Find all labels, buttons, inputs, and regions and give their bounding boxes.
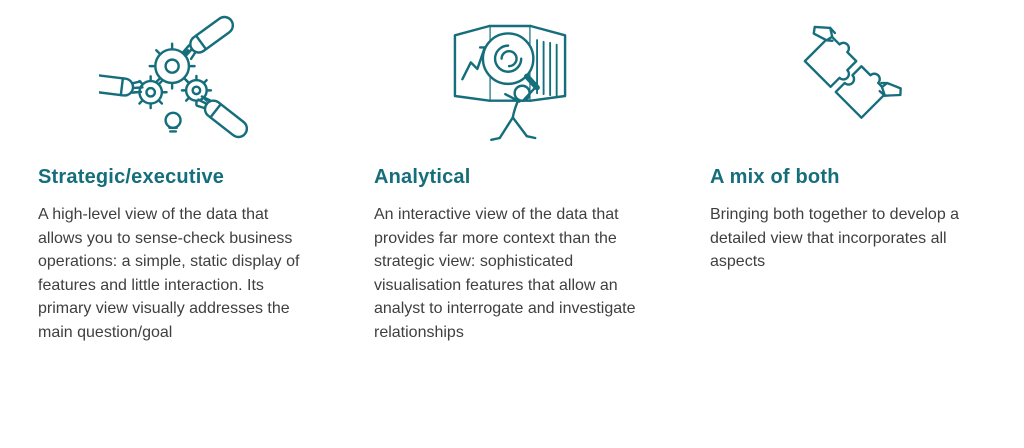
analyst-magnifier-icon (374, 6, 646, 158)
column-title-mix: A mix of both (710, 166, 840, 188)
hands-puzzle-icon (710, 6, 982, 158)
column-title-strategic: Strategic/executive (38, 166, 225, 188)
column-mix: A mix of both Bringing both together to … (710, 6, 982, 448)
column-body-mix: Bringing both together to develop a deta… (710, 206, 960, 271)
hands-puzzle-icon-svg (803, 25, 902, 119)
column-title-analytical: Analytical (374, 166, 471, 188)
column-strategic: Strategic/executive A high-level view of… (38, 6, 310, 448)
analyst-magnifier-icon-svg (453, 24, 567, 142)
hands-gears-icon (38, 6, 310, 158)
column-analytical: Analytical An interactive view of the da… (374, 6, 646, 448)
hands-gears-icon-svg (99, 15, 249, 139)
column-body-strategic: A high-level view of the data that allow… (38, 206, 300, 341)
column-body-analytical: An interactive view of the data that pro… (374, 206, 636, 341)
